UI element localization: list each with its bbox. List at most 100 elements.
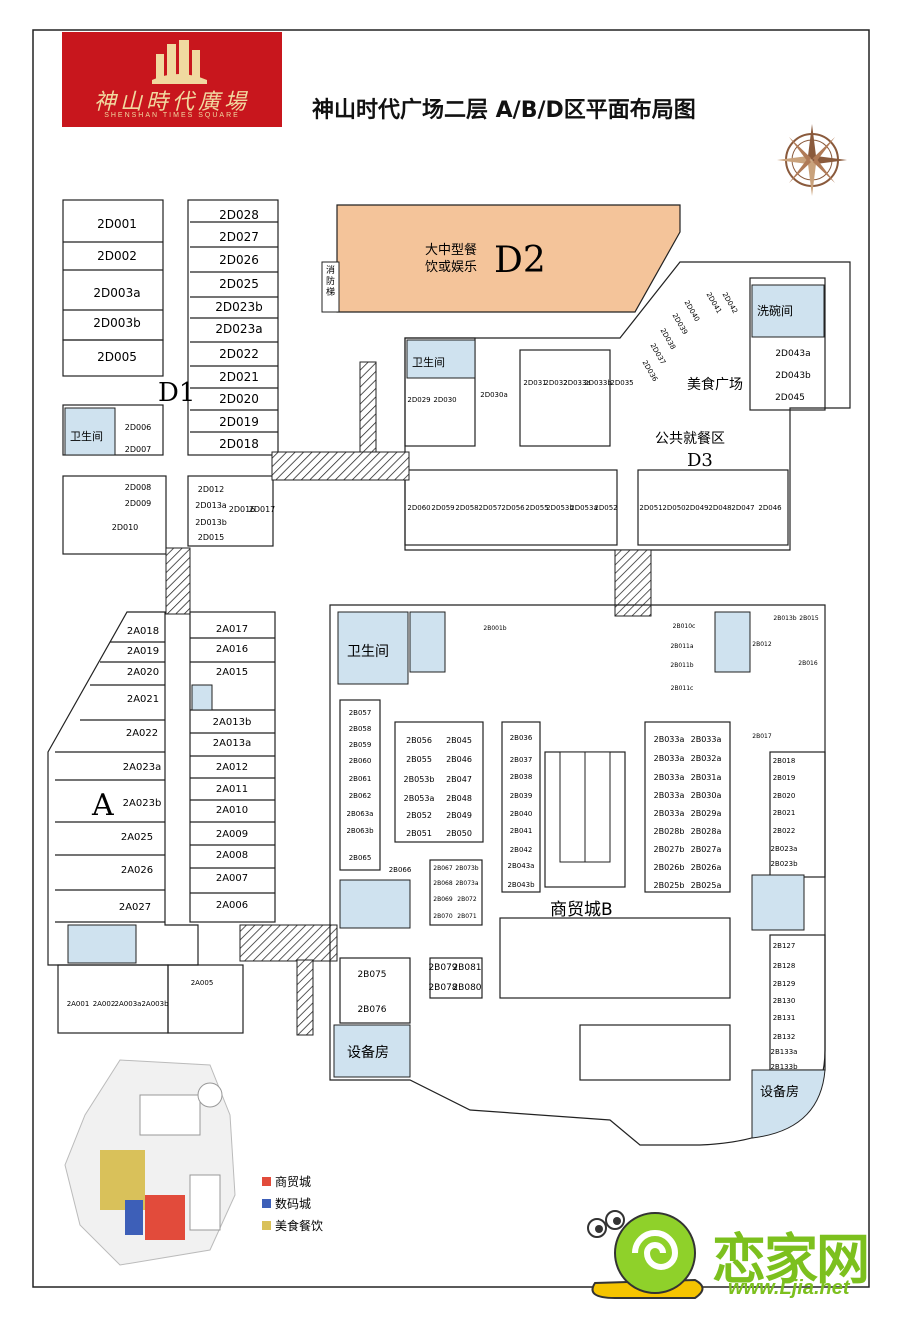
shop-label: 2D058 [455, 504, 478, 512]
shop-label: 2B053a [404, 794, 435, 803]
walkway-b [296, 959, 314, 1036]
shop-label: 2A007 [216, 873, 248, 884]
shop-label: 2B075 [357, 970, 386, 980]
food-plaza-label: 美食广场 [687, 377, 743, 393]
page-title: 神山时代广场二层 A/B/D区平面布局图 [312, 98, 696, 123]
shop-label: 2D035 [610, 379, 633, 387]
stairs-b-top [409, 611, 446, 673]
shop-label: 2B023a [771, 845, 798, 853]
shop-label: 2A013b [213, 717, 252, 728]
zone-label-b: 商贸城B [550, 900, 613, 920]
shop-label: 2D031 [523, 379, 546, 387]
logo-name-cn: 神山時代廣場 [93, 90, 250, 115]
bridge-d1-d3 [271, 451, 410, 481]
shop-label: 2D040 [682, 299, 701, 323]
legend-label: 数码城 [275, 1196, 312, 1211]
shop-label: 2D029 [407, 396, 430, 404]
shop-label: 2B076 [357, 1005, 386, 1015]
shop-label: 2A023a [123, 762, 161, 773]
shop-label: 2B033a [654, 735, 685, 744]
snail-mascot-icon [587, 1210, 704, 1299]
shop-label: 2D027 [219, 230, 259, 244]
shop-label: 2D053a [570, 504, 598, 512]
shop-label: 2D019 [219, 415, 259, 429]
legend-swatch-icon [262, 1220, 271, 1230]
shop-label: 2D001 [97, 217, 137, 231]
shop-label: 2B061 [349, 775, 372, 783]
shop-label: 2D010 [112, 523, 139, 532]
shop-label: 2B016 [798, 660, 818, 667]
shop-label: 2B050 [446, 829, 472, 838]
shop-label: 2D045 [775, 393, 805, 403]
shop-label: 2A015 [216, 667, 248, 678]
shop-label: 2D025 [219, 277, 259, 291]
shop-label: 2A003b [141, 1000, 169, 1008]
shop-label: 2B027b [654, 845, 685, 854]
stairs-a [67, 924, 137, 964]
shop-label: 2B060 [349, 757, 372, 765]
shop-label: 2D002 [97, 249, 137, 263]
shop-label: 2B128 [773, 962, 796, 970]
walkway-d3 [359, 361, 377, 453]
shop-label: 2B063a [347, 810, 374, 818]
shop-label: 2B011a [670, 643, 693, 650]
shop-label: 2B070 [433, 913, 453, 920]
shop-label: 2B018 [773, 757, 796, 765]
shop-label: 2A027 [119, 902, 151, 913]
shop-label: 2B001b [483, 625, 506, 632]
shop-label: 2D023a [215, 322, 262, 336]
logo: 神山時代廣場 SHENSHAN TIMES SQUARE [62, 32, 282, 127]
brand-url: www.Ljia.net [728, 1277, 850, 1299]
shop-label: 2B073b [455, 865, 478, 872]
shop-label: 2D057 [478, 504, 501, 512]
shop-label: 2B055 [406, 755, 432, 764]
shop-label: 2D013a [195, 501, 227, 510]
shop-label: 2B073a [455, 880, 478, 887]
shop-label: 2B133b [770, 1063, 798, 1071]
shop-label: 2A019 [127, 646, 159, 657]
shop-label: 2D043a [775, 349, 810, 359]
shop-label: 2B062 [349, 792, 372, 800]
shop-label: 2D007 [125, 445, 152, 454]
site-thumbnail [64, 1059, 236, 1266]
shop-label: 2B026a [691, 863, 722, 872]
legend-label: 美食餐饮 [275, 1218, 324, 1233]
d2-use-label: 大中型餐饮或娱乐 [425, 243, 478, 275]
shop-label: 2D012 [198, 485, 225, 494]
legend-swatch-icon [262, 1198, 271, 1208]
equipment-room-left [333, 1024, 411, 1078]
shop-label: 2D003b [93, 316, 140, 330]
equipment-room-label-right: 设备房 [760, 1085, 800, 1100]
restroom-d1 [64, 407, 116, 456]
shop-label: 2B042 [510, 846, 533, 854]
bridge-a-b [239, 924, 338, 962]
shop-label: 2B027a [691, 845, 722, 854]
shop-label: 2D053b [546, 504, 574, 512]
shop-label: 2B023b [770, 860, 798, 868]
shop-label: 2D050 [662, 504, 685, 512]
shop-label: 2D048 [708, 504, 731, 512]
legend: 商贸城 数码城 美食餐饮 [262, 1170, 323, 1236]
shop-label: 2B033a [691, 735, 722, 744]
zone-d3 [404, 261, 851, 551]
shop-label: 2D008 [125, 483, 152, 492]
stairs-b-right [751, 874, 805, 931]
shop-label: 2B047 [446, 775, 472, 784]
wash-room-label: 洗碗间 [757, 304, 794, 318]
shop-label: 2B013b [773, 615, 796, 622]
shop-label: 2A018 [127, 626, 159, 637]
shop-label: 2D037 [648, 342, 667, 366]
equipment-room-right [751, 1069, 826, 1139]
shop-label: 2B133a [771, 1048, 798, 1056]
shop-label: 2B052 [406, 811, 432, 820]
zone-label-a: A [92, 788, 114, 823]
shop-label: 2A001 [67, 1000, 90, 1008]
shop-label: 2D052 [594, 504, 617, 512]
fire-stair-label: 消防梯 [326, 266, 336, 298]
shop-label: 2B025b [654, 881, 685, 890]
shop-label: 2D059 [431, 504, 454, 512]
shop-label: 2D030a [480, 391, 508, 399]
shop-label: 2A002 [93, 1000, 116, 1008]
shop-label: 2D017 [249, 505, 276, 514]
legend-item: 商贸城 [262, 1170, 323, 1192]
